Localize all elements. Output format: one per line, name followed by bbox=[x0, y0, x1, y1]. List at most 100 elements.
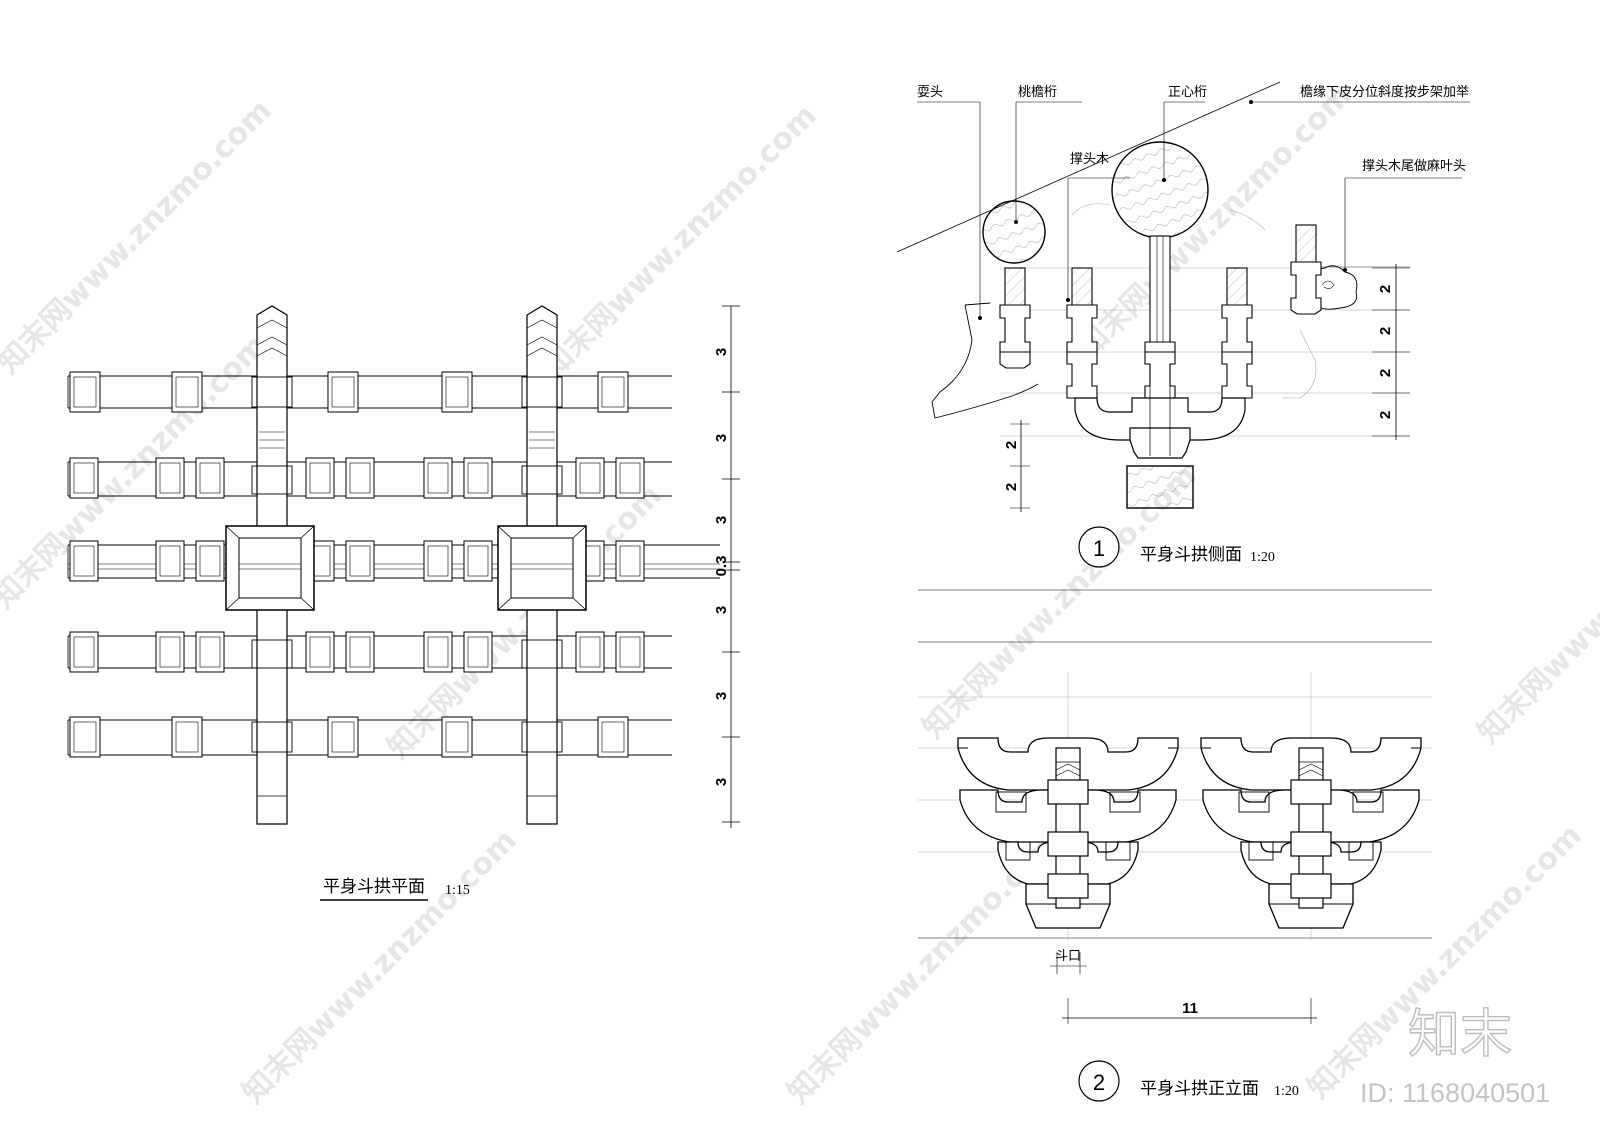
plan-block bbox=[305, 457, 335, 499]
plan-dim-label: 3 bbox=[713, 516, 730, 524]
plan-dou-block bbox=[225, 525, 315, 611]
plan-dou-block bbox=[497, 525, 587, 611]
plan-dim-label: 3 bbox=[713, 348, 730, 356]
label-shuatou: 耍头 bbox=[917, 85, 943, 100]
plan-block bbox=[575, 457, 605, 499]
front-width-dimension: 11 bbox=[1062, 998, 1317, 1024]
watermark-text: 知末网www.znzmo.com bbox=[0, 93, 279, 381]
plan-block bbox=[463, 540, 493, 582]
side-dim-label: 2 bbox=[1377, 369, 1394, 377]
plan-block bbox=[597, 716, 629, 758]
plan-block bbox=[305, 631, 335, 673]
plan-block bbox=[423, 540, 453, 582]
plan-block bbox=[441, 371, 473, 413]
side-dim-label: 2 bbox=[1377, 285, 1394, 293]
leader-dot bbox=[978, 316, 982, 320]
side-stack bbox=[1066, 267, 1098, 399]
drawing-number-circle bbox=[1078, 526, 1120, 568]
front-scale: 1:20 bbox=[1274, 1084, 1299, 1099]
leader-dot bbox=[1014, 220, 1018, 224]
plan-block bbox=[171, 371, 203, 413]
plan-block bbox=[423, 631, 453, 673]
plan-block bbox=[195, 540, 225, 582]
plan-dim-label: 3 bbox=[713, 778, 730, 786]
front-view: 斗口 11 2 平身斗拱正立面 1:20 bbox=[918, 589, 1432, 1102]
label-chengtoumu: 撑头木 bbox=[1070, 152, 1109, 167]
plan-block bbox=[69, 371, 101, 413]
beam-row bbox=[67, 719, 672, 756]
dou-kou-label: 斗口 bbox=[1055, 949, 1081, 964]
front-bracket-set bbox=[1200, 737, 1422, 929]
plan-dim-label: 3 bbox=[713, 692, 730, 700]
plan-dim-label: 0.3 bbox=[713, 556, 730, 577]
plan-block bbox=[155, 457, 185, 499]
label-chengtoumu-tail: 撑头木尾做麻叶头 bbox=[1362, 159, 1466, 174]
plan-dimension-chain: 3 3 3 0.3 3 3 3 bbox=[713, 305, 740, 828]
plan-scale: 1:15 bbox=[445, 883, 470, 898]
side-dim-label: 2 bbox=[1377, 411, 1394, 419]
plan-block bbox=[195, 457, 225, 499]
side-title: 平身斗拱侧面 bbox=[1140, 545, 1242, 565]
plan-block bbox=[171, 716, 203, 758]
plan-block bbox=[463, 631, 493, 673]
plan-block bbox=[327, 716, 359, 758]
plan-block bbox=[463, 457, 493, 499]
drawing-number-circle bbox=[1078, 1060, 1120, 1102]
plan-block bbox=[575, 631, 605, 673]
plan-block bbox=[69, 457, 99, 499]
plan-block bbox=[155, 540, 185, 582]
plan-block bbox=[345, 457, 375, 499]
plan-block bbox=[615, 631, 645, 673]
leader-dot bbox=[1066, 298, 1070, 302]
front-title: 平身斗拱正立面 bbox=[1140, 1079, 1259, 1099]
plan-view: 3 3 3 0.3 3 3 3 平身斗拱平面 1:15 bbox=[67, 305, 740, 901]
plan-block bbox=[69, 716, 101, 758]
front-width-label: 11 bbox=[1182, 1000, 1198, 1017]
plan-block bbox=[597, 371, 629, 413]
side-stack bbox=[1221, 267, 1253, 399]
brand-stamp: 知末 ID: 1168040501 bbox=[1360, 1004, 1550, 1108]
side-dim-label: 2 bbox=[1003, 441, 1020, 449]
label-rafter-note: 檐缘下皮分位斜度按步架加举 bbox=[1300, 84, 1469, 100]
logo-text: 知末 bbox=[1408, 1005, 1512, 1065]
side-number: 1 bbox=[1093, 536, 1105, 561]
front-number: 2 bbox=[1093, 1070, 1105, 1095]
leader-dot bbox=[1249, 100, 1253, 104]
side-dimension-left: 2 2 bbox=[1003, 420, 1030, 512]
watermark-text: 知末网www.znzmo.com bbox=[536, 98, 824, 386]
plan-block bbox=[69, 631, 99, 673]
plan-block bbox=[423, 457, 453, 499]
side-center-stack bbox=[1074, 341, 1246, 509]
plan-block bbox=[195, 631, 225, 673]
watermark-text: 知末网www.znzmo.com bbox=[236, 823, 524, 1111]
watermark-text: 知末网www.znzmo.com bbox=[1471, 463, 1600, 751]
dou-kou-dimension: 斗口 bbox=[1050, 949, 1087, 974]
side-stack bbox=[1290, 224, 1322, 315]
side-stack bbox=[999, 267, 1031, 369]
plan-block bbox=[327, 371, 359, 413]
side-scale: 1:20 bbox=[1250, 550, 1275, 565]
side-dimension-right: 2 2 2 2 bbox=[1372, 264, 1410, 440]
plan-block bbox=[155, 631, 185, 673]
side-dim-label: 2 bbox=[1003, 483, 1020, 491]
plan-block bbox=[615, 540, 645, 582]
beam-row bbox=[67, 375, 672, 409]
plan-block bbox=[441, 716, 473, 758]
leader-dot bbox=[1343, 268, 1347, 272]
plan-block bbox=[345, 540, 375, 582]
label-tiaoyanheng: 桃檐桁 bbox=[1018, 85, 1057, 100]
drawing-id: ID: 1168040501 bbox=[1360, 1078, 1550, 1108]
watermark-text: 知末网www.znzmo.com bbox=[1071, 78, 1359, 366]
plan-dim-label: 3 bbox=[713, 606, 730, 614]
plan-block bbox=[615, 457, 645, 499]
plan-title: 平身斗拱平面 bbox=[323, 877, 425, 897]
plan-block bbox=[69, 540, 99, 582]
side-leaders bbox=[917, 101, 1470, 318]
side-dim-label: 2 bbox=[1377, 327, 1394, 335]
side-view: 耍头 桃檐桁 正心桁 檐缘下皮分位斜度按步架加举 撑头木 撑头木尾做麻叶头 2 … bbox=[896, 81, 1470, 568]
plan-dim-label: 3 bbox=[713, 434, 730, 442]
plan-block bbox=[345, 631, 375, 673]
label-zhengxinheng: 正心桁 bbox=[1168, 85, 1207, 100]
leader-dot bbox=[1162, 178, 1166, 182]
